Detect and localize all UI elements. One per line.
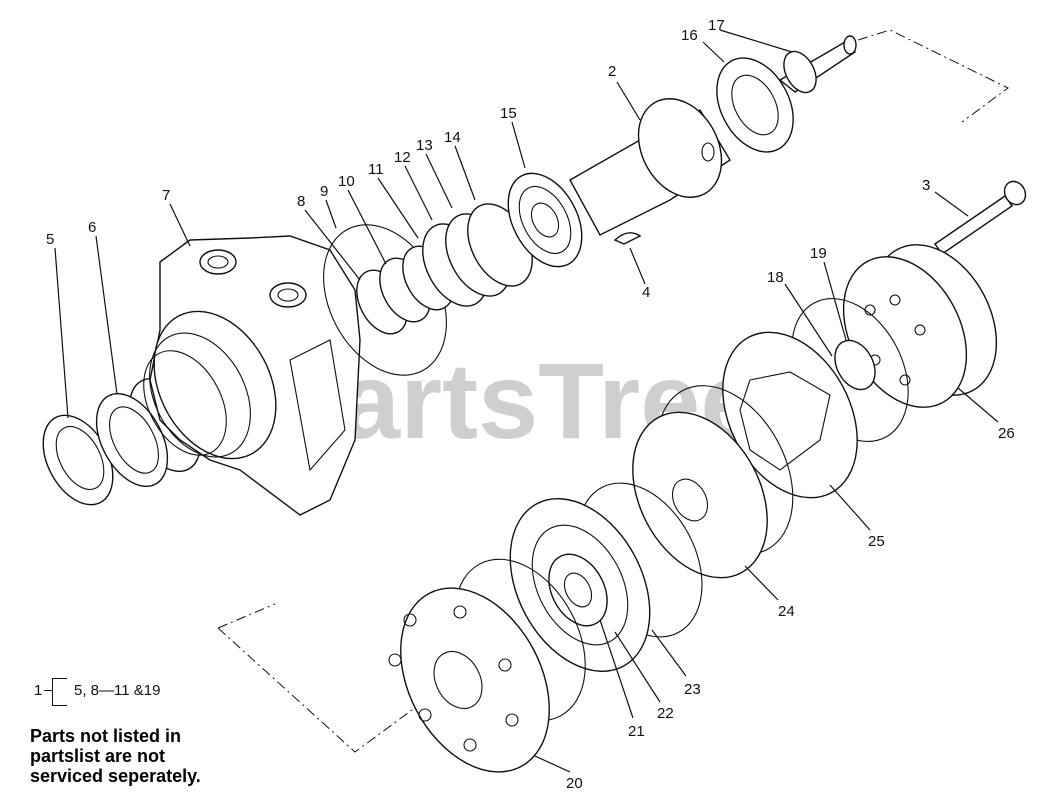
part-26-end-cover[interactable] bbox=[819, 224, 1021, 429]
callout-7[interactable]: 7 bbox=[162, 187, 170, 204]
footer-note: Parts not listed in partslist are not se… bbox=[30, 726, 270, 786]
callout-4[interactable]: 4 bbox=[642, 284, 650, 301]
part-24-valve-plate[interactable] bbox=[606, 362, 821, 601]
part-17-drive-gear[interactable] bbox=[777, 35, 857, 98]
callout-18[interactable]: 18 bbox=[767, 269, 784, 286]
part-16-bearing[interactable] bbox=[702, 45, 809, 165]
part-3-bolt[interactable] bbox=[934, 178, 1029, 255]
callout-16[interactable]: 16 bbox=[681, 27, 698, 44]
part-21-rotor[interactable] bbox=[537, 544, 619, 636]
axis-line-top bbox=[857, 29, 1009, 123]
callout-15[interactable]: 15 bbox=[500, 105, 517, 122]
part-2-shaft[interactable] bbox=[569, 84, 738, 236]
callout-6[interactable]: 6 bbox=[88, 219, 96, 236]
callout-19[interactable]: 19 bbox=[810, 245, 827, 262]
callout-20[interactable]: 20 bbox=[566, 775, 583, 792]
callout-25[interactable]: 25 bbox=[868, 533, 885, 550]
kit-item-number: 1 bbox=[34, 682, 43, 699]
leader-lines bbox=[54, 29, 999, 773]
callout-13[interactable]: 13 bbox=[416, 137, 433, 154]
callout-24[interactable]: 24 bbox=[778, 603, 795, 620]
footer-note-line-1: Parts not listed in bbox=[30, 726, 182, 746]
footer-note-line-3: serviced seperately. bbox=[30, 766, 201, 786]
part-20-end-plate[interactable] bbox=[371, 537, 612, 795]
kit-contents-note: 1 5, 8—11 &19 bbox=[30, 676, 250, 706]
part-19-seal[interactable] bbox=[827, 334, 883, 397]
callout-12[interactable]: 12 bbox=[394, 149, 411, 166]
callout-3[interactable]: 3 bbox=[922, 177, 930, 194]
part-7-housing[interactable] bbox=[127, 235, 361, 516]
callout-26[interactable]: 26 bbox=[998, 425, 1015, 442]
callout-labels: 2 3 4 5 6 7 8 9 10 11 12 13 14 15 16 17 … bbox=[46, 17, 1015, 792]
callout-21[interactable]: 21 bbox=[628, 723, 645, 740]
part-4-key[interactable] bbox=[613, 232, 642, 245]
footer-note-line-2: partslist are not bbox=[30, 746, 166, 766]
kit-bracket bbox=[52, 678, 67, 706]
callout-9[interactable]: 9 bbox=[320, 183, 328, 200]
callout-2[interactable]: 2 bbox=[608, 63, 616, 80]
kit-included-items: 5, 8—11 &19 bbox=[74, 682, 161, 699]
callout-5[interactable]: 5 bbox=[46, 231, 54, 248]
part-25-gerotor[interactable] bbox=[696, 309, 885, 521]
kit-bracket-tick bbox=[44, 690, 53, 691]
callout-14[interactable]: 14 bbox=[444, 129, 461, 146]
callout-22[interactable]: 22 bbox=[657, 705, 674, 722]
callout-17[interactable]: 17 bbox=[708, 17, 725, 34]
callout-8[interactable]: 8 bbox=[297, 193, 305, 210]
callout-11[interactable]: 11 bbox=[368, 161, 384, 178]
callout-23[interactable]: 23 bbox=[684, 681, 701, 698]
part-15-thrust-bearing[interactable] bbox=[493, 161, 596, 279]
callout-10[interactable]: 10 bbox=[338, 173, 355, 190]
